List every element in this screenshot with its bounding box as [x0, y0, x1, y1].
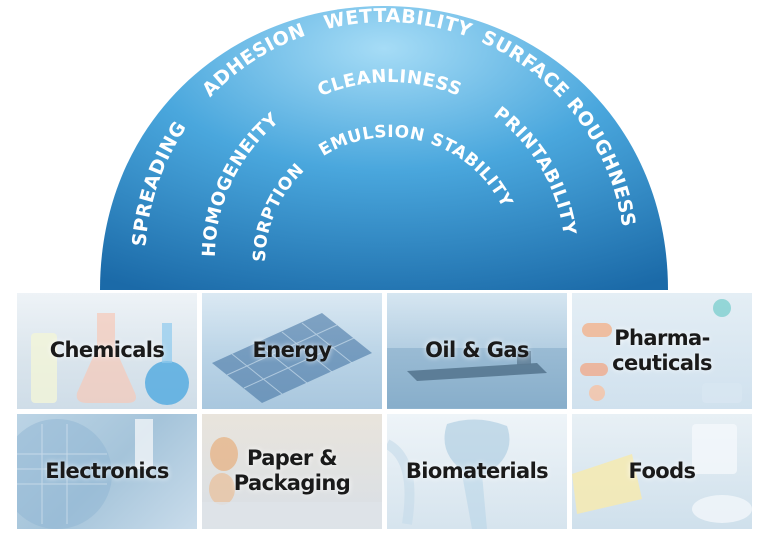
pills-image [580, 299, 742, 403]
egg-carton-image [202, 436, 382, 529]
industry-label: Oil & Gas [425, 338, 529, 363]
industry-tile-chemicals: Chemicals [17, 293, 197, 409]
tanker-ship-image [387, 348, 567, 408]
industry-label: Foods [628, 458, 696, 483]
industries-grid: Chemicals Energy Oil & Gas Pharma- c [17, 293, 752, 529]
cheese-and-milk-image [572, 423, 752, 523]
industry-tile-pharmaceuticals: Pharma- ceuticals [572, 293, 752, 409]
properties-dome: SPREADING ADHESION WETTABILITY SURFACE R… [100, 5, 668, 290]
industry-label: Energy [252, 338, 332, 363]
circuit-board-image [17, 418, 153, 529]
solar-panels-image [212, 313, 372, 403]
industry-tile-oil-gas: Oil & Gas [387, 293, 567, 409]
industry-tile-electronics: Electronics [17, 413, 197, 529]
industry-label: Chemicals [49, 338, 165, 363]
industry-label: Electronics [45, 458, 169, 483]
industry-label: Paper & Packaging [233, 446, 351, 496]
industry-label: Pharma- ceuticals [612, 325, 712, 375]
industry-tile-foods: Foods [572, 413, 752, 529]
industry-tile-paper-packaging: Paper & Packaging [202, 413, 382, 529]
dome-shape [100, 6, 668, 290]
hip-bone-image [387, 418, 510, 529]
industry-label: Biomaterials [405, 458, 549, 483]
industry-tile-energy: Energy [202, 293, 382, 409]
lab-glassware-image [31, 313, 189, 405]
industry-tile-biomaterials: Biomaterials [387, 413, 567, 529]
